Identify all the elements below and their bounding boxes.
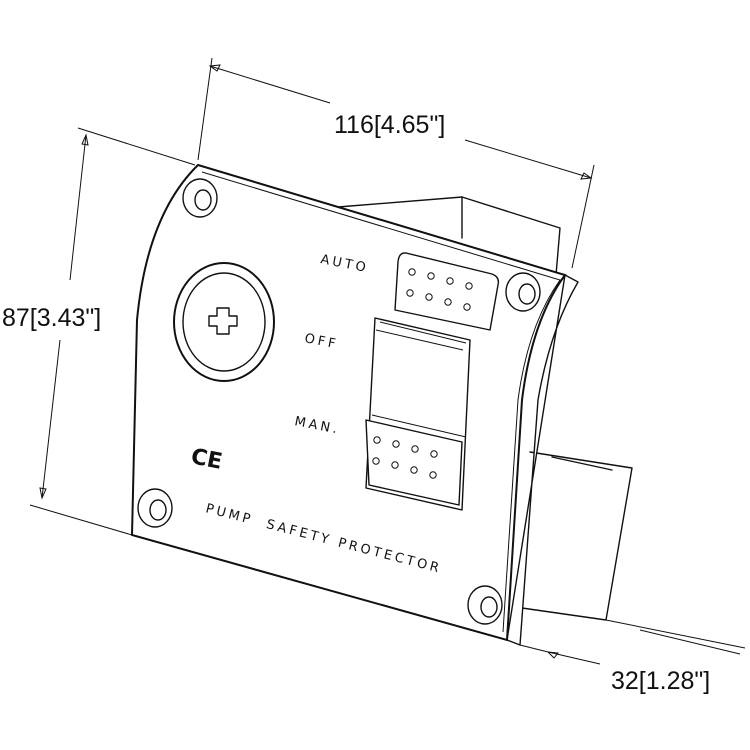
fuse-holder <box>173 262 275 382</box>
dimension-width-label: 116[4.65"] <box>334 111 445 139</box>
mounting-hole-bottom-right <box>467 585 503 625</box>
mounting-hole-bottom-left <box>137 488 173 528</box>
rear-housing <box>337 196 633 621</box>
mounting-hole-top-right <box>505 272 541 312</box>
dimension-width <box>197 57 595 269</box>
ce-mark: CE <box>189 444 224 474</box>
mounting-hole-top-left <box>182 178 218 218</box>
dimension-depth <box>519 619 746 665</box>
led-dots-top <box>406 268 473 311</box>
plus-icon <box>208 307 238 335</box>
label-off: OFF <box>303 331 339 352</box>
dimension-depth-label: 32[1.28"] <box>611 667 710 695</box>
dimension-height-label: 87[3.43"] <box>2 304 101 332</box>
dimension-height <box>29 127 196 536</box>
rocker-switch <box>365 252 500 511</box>
led-dots-bottom <box>372 436 438 479</box>
